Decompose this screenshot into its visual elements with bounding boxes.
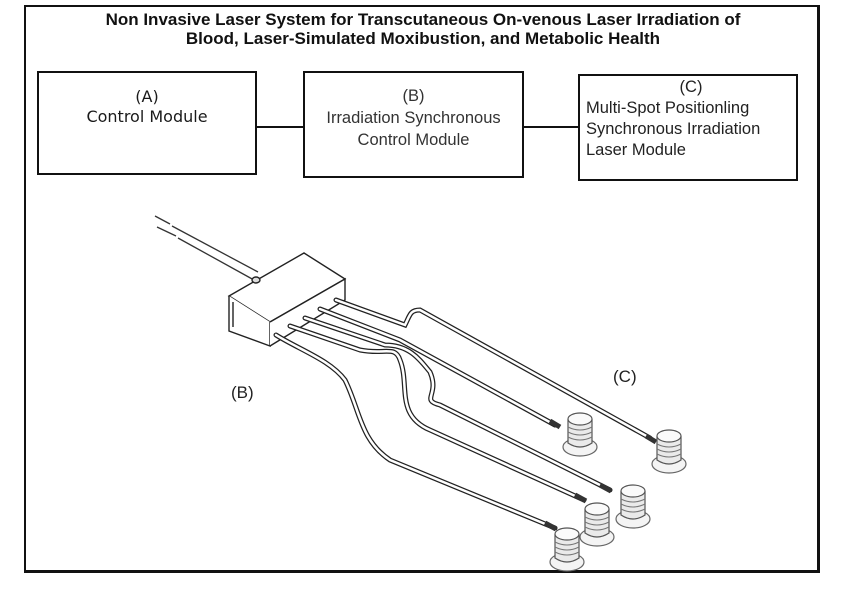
module-box-a: (A) Control Module (37, 71, 257, 175)
laser-probe-1 (549, 527, 585, 572)
module-c-label-line-2: Synchronous Irradiation (586, 120, 761, 138)
cable-3 (302, 315, 613, 493)
callout-b: (B) (231, 383, 254, 402)
laser-probe-4 (562, 412, 598, 457)
title-line-2: Blood, Laser-Simulated Moxibustion, and … (185, 29, 661, 48)
callout-c: (C) (613, 367, 637, 386)
module-box-c: (C) Multi-Spot Positionling Synchronous … (578, 74, 798, 181)
module-c-tag: (C) (679, 78, 703, 96)
control-box (227, 252, 347, 348)
module-box-b: (B) Irradiation Synchronous Control Modu… (303, 71, 524, 178)
cable-2 (287, 323, 587, 503)
connector-b-c (524, 126, 578, 128)
module-b-tag: (B) (402, 87, 425, 105)
input-cable (154, 215, 259, 281)
laser-probe-3 (615, 484, 651, 529)
title-line-1: Non Invasive Laser System for Transcutan… (105, 10, 741, 29)
diagram-title: Non Invasive Laser System for Transcutan… (24, 10, 822, 48)
cable-1 (273, 332, 558, 531)
module-c-label-line-3: Laser Module (586, 141, 686, 159)
module-b-label-line-1: Irradiation Synchronous (326, 109, 501, 127)
laser-probe-5 (651, 429, 687, 474)
module-c-label-line-1: Multi-Spot Positionling (586, 99, 750, 117)
fiber-cables (273, 297, 653, 531)
module-a-label: Control Module (86, 107, 208, 126)
connector-a-b (257, 126, 303, 128)
cable-4 (317, 306, 558, 428)
laser-probe-2 (579, 502, 615, 547)
module-a-tag: (A) (135, 87, 159, 106)
probe-connectors (543, 418, 658, 532)
cable-5 (333, 297, 653, 441)
module-b-label-line-2: Control Module (357, 131, 470, 149)
